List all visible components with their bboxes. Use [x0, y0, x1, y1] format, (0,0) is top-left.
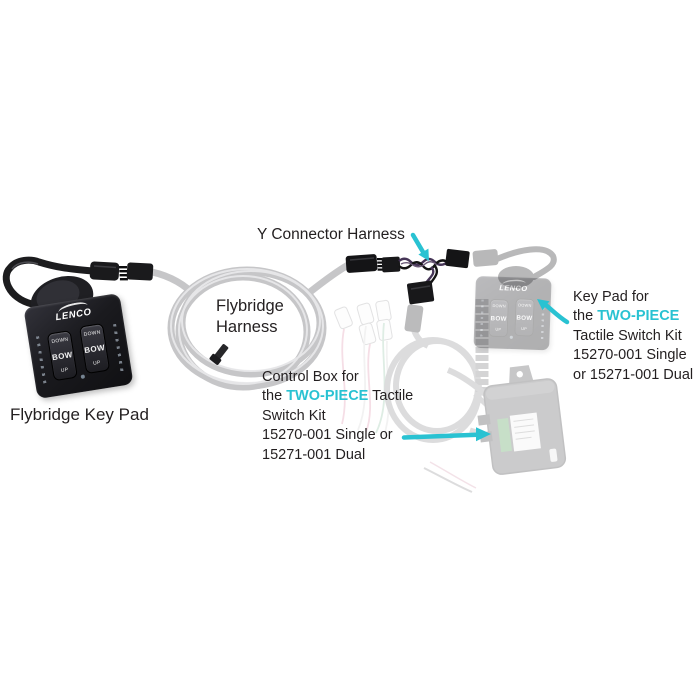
harness-zip-tie: [209, 344, 229, 365]
ghost-coil: [384, 328, 482, 443]
ghost-keypad-cable: [494, 246, 557, 280]
bow-button-left: DOWN BOW UP: [488, 299, 509, 338]
bow-label: BOW: [516, 313, 533, 322]
ghost-components: [334, 246, 567, 493]
keypad-kit-note: Key Pad for the TWO-PIECE Tactile Switch…: [573, 289, 694, 383]
y-connector-label: Y Connector Harness: [257, 226, 405, 243]
down-label: DOWN: [83, 329, 102, 338]
control-box-kit-note: Control Box for the TWO-PIECE Tactile Sw…: [262, 369, 414, 463]
flybridge-harness-label: Flybridge Harness: [216, 297, 284, 336]
two-piece-highlight: TWO-PIECE: [286, 388, 369, 405]
led-column-right-icon: [113, 323, 125, 376]
up-label: UP: [60, 366, 69, 375]
spade-wires: [341, 322, 390, 437]
bow-button-left: DOWN BOW UP: [46, 330, 78, 382]
led-column-right-icon: [540, 301, 545, 343]
down-label: DOWN: [518, 303, 532, 309]
center-led-icon: [80, 374, 86, 379]
up-label: UP: [495, 327, 502, 333]
bow-label: BOW: [83, 342, 106, 355]
led-column-left-icon: [480, 299, 484, 341]
bow-button-right: DOWN BOW UP: [514, 298, 535, 337]
bow-label: BOW: [490, 314, 507, 322]
center-led-icon: [509, 335, 513, 339]
ghost-coil-connector: [404, 304, 424, 333]
flybridge-keypad: LENCO DOWN BOW UP DOWN BOW UP: [23, 292, 134, 400]
bow-button-right: DOWN BOW UP: [78, 322, 111, 375]
y-connector-harness: [345, 248, 470, 305]
lenco-logo: LENCO: [475, 283, 551, 294]
led-column-left-icon: [35, 336, 48, 388]
up-label: UP: [521, 326, 528, 332]
flybridge-harness-coil: [151, 261, 350, 391]
bow-label: BOW: [51, 349, 74, 362]
lenco-logo: LENCO: [25, 302, 123, 328]
two-piece-highlight: TWO-PIECE: [597, 308, 680, 325]
down-label: DOWN: [492, 303, 506, 310]
ghost-keypad: LENCO DOWN BOW UP DOWN BOW UP: [473, 276, 552, 351]
up-label: UP: [92, 359, 102, 367]
down-label: DOWN: [51, 336, 69, 346]
flybridge-keypad-label: Flybridge Key Pad: [10, 405, 149, 424]
ghost-keypad-connector: [472, 249, 499, 267]
spade-connectors: [334, 299, 393, 346]
